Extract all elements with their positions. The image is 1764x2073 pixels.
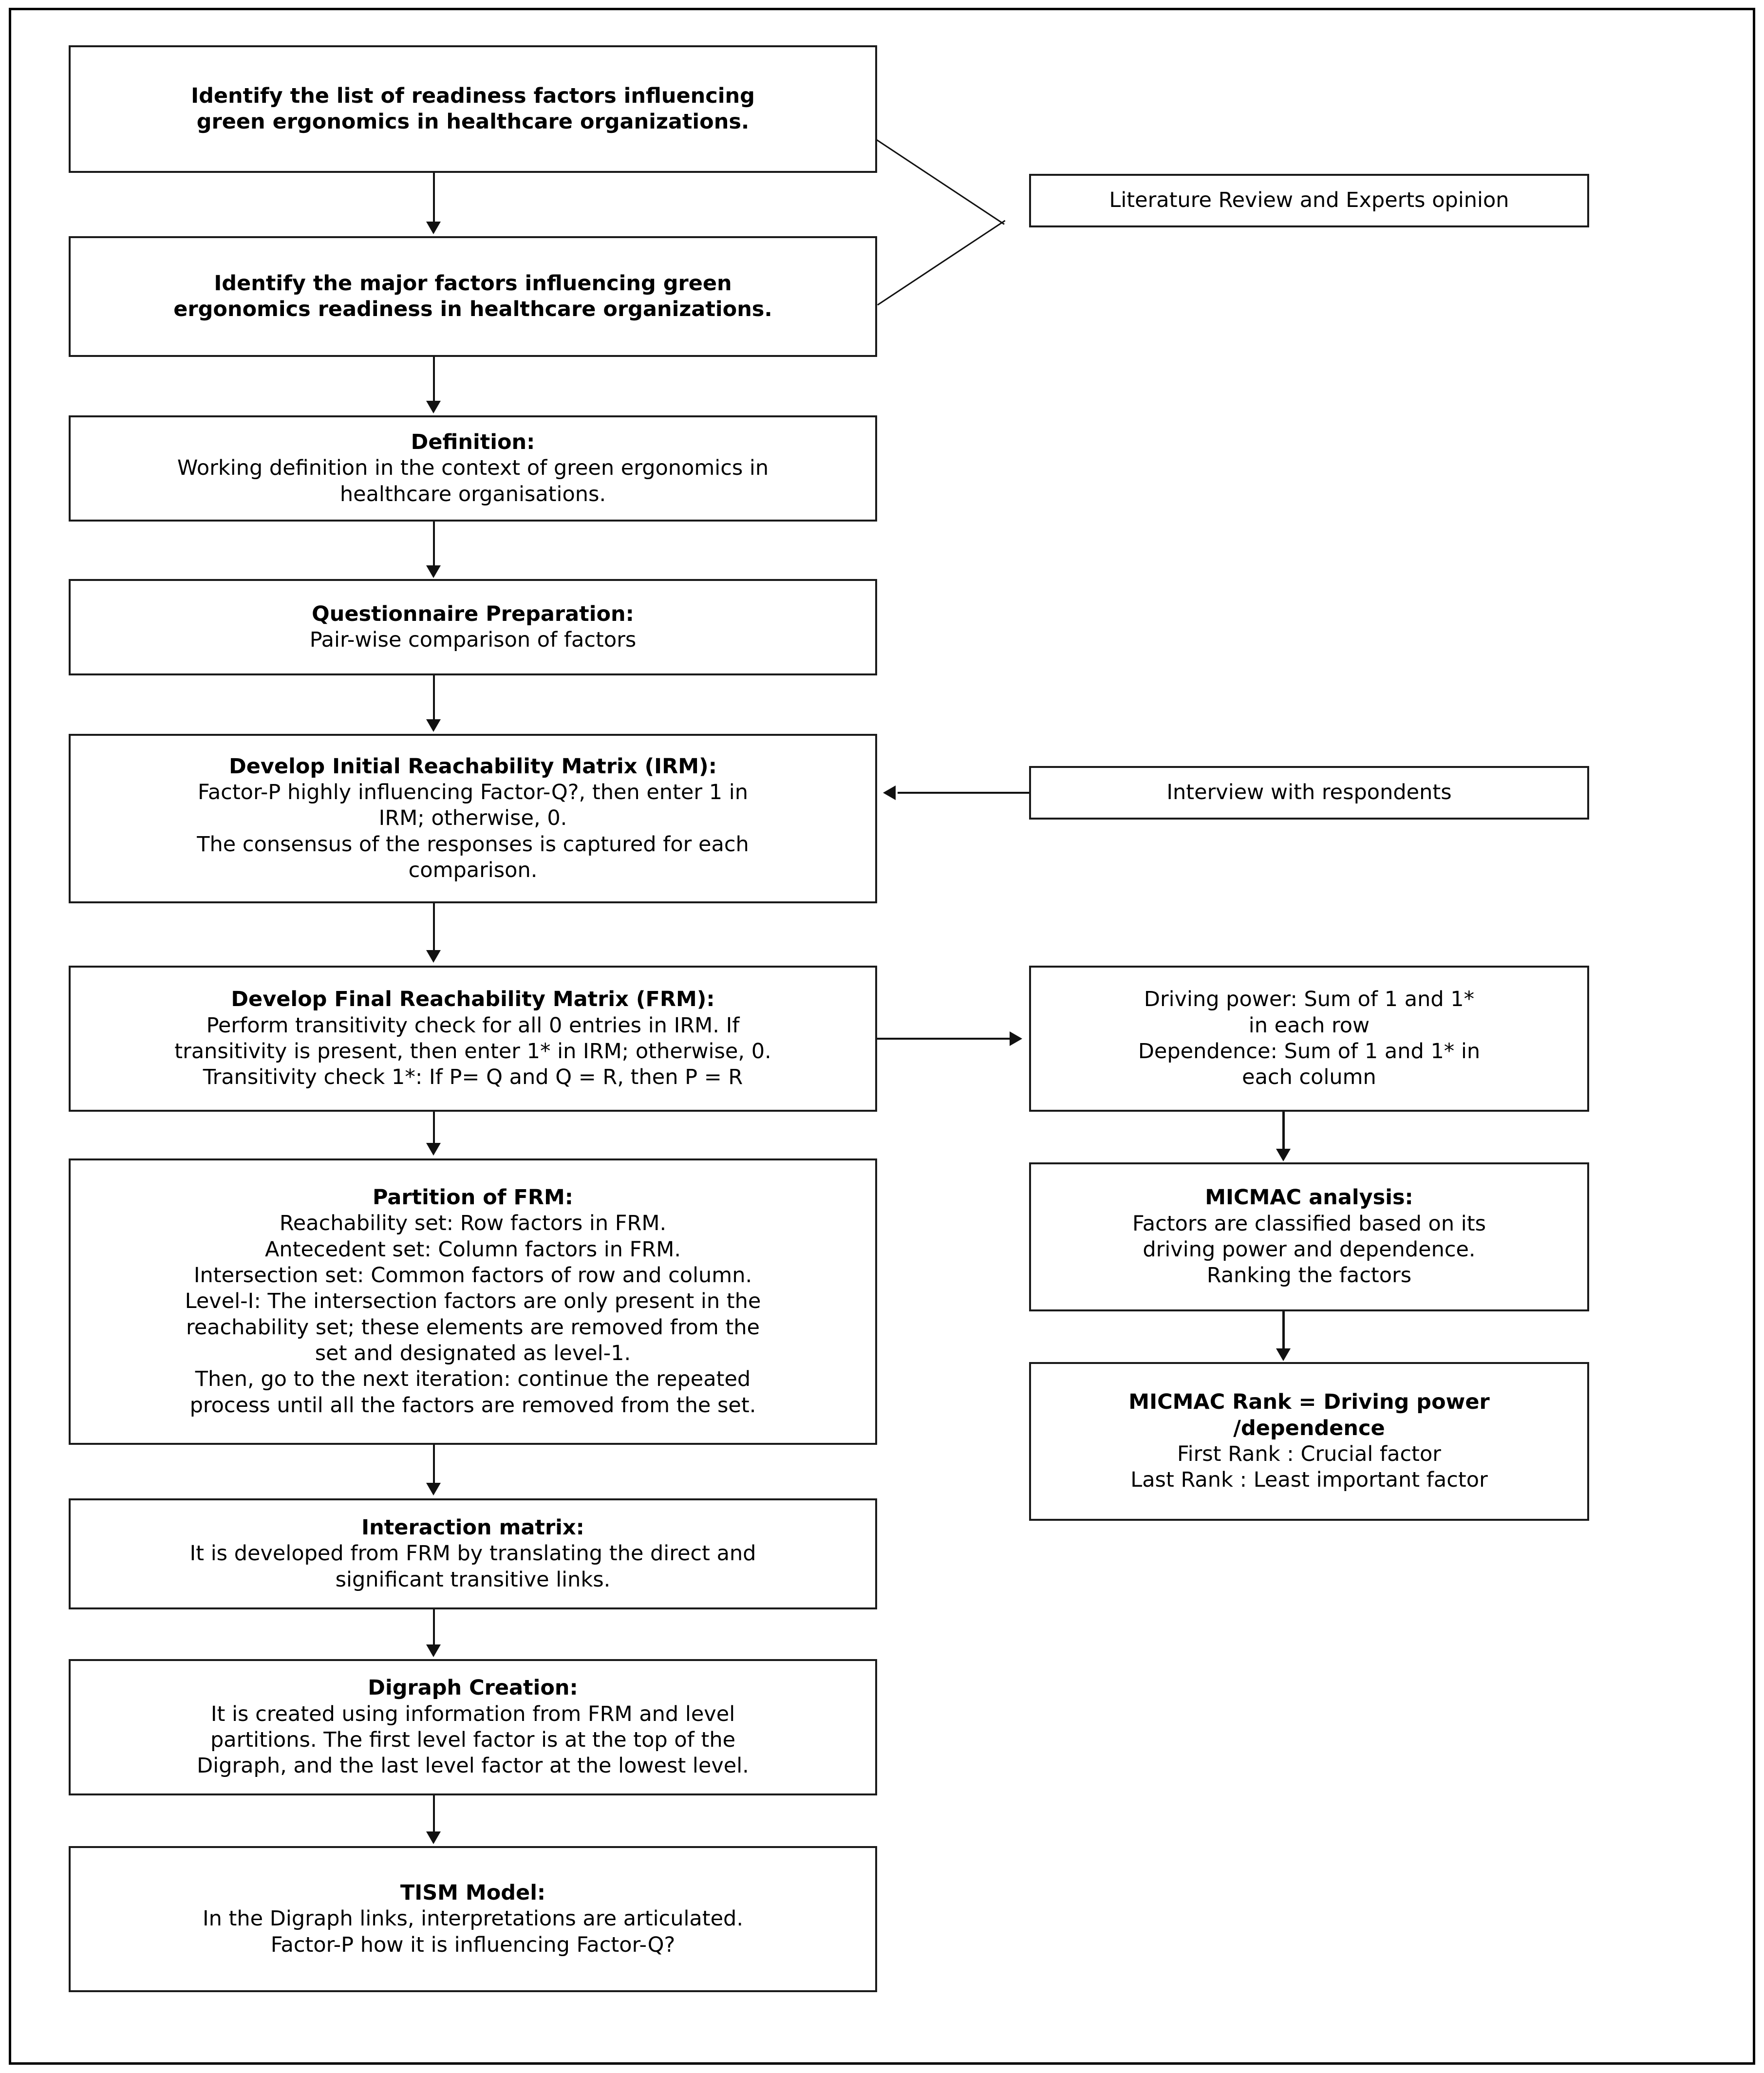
- node-line: Last Rank : Least important factor: [1130, 1468, 1488, 1493]
- node-line: Then, go to the next iteration: continue…: [195, 1367, 751, 1392]
- connector-digraph-to-tism-model: [433, 1795, 435, 1835]
- node-line: partitions. The first level factor is at…: [210, 1728, 736, 1752]
- node-line: in each row: [1248, 1013, 1370, 1038]
- node-line: Working definition in the context of gre…: [177, 456, 769, 481]
- arrowhead-down: [426, 1831, 441, 1844]
- node-line: comparison.: [408, 858, 538, 882]
- node-line: Definition:: [411, 430, 535, 455]
- connector-definition-to-questionnaire: [433, 522, 435, 568]
- node-line: Dependence: Sum of 1 and 1* in: [1138, 1039, 1481, 1064]
- connector-interaction-matrix-to-digraph: [433, 1609, 435, 1648]
- node-line: MICMAC Rank = Driving power: [1128, 1390, 1490, 1415]
- node-line: process until all the factors are remove…: [189, 1393, 756, 1418]
- connector-partition-to-interaction-matrix: [433, 1445, 435, 1487]
- node-digraph-creation: Digraph Creation: It is created using in…: [69, 1659, 877, 1795]
- node-line: The consensus of the responses is captur…: [197, 832, 749, 857]
- node-develop-frm: Develop Final Reachability Matrix (FRM):…: [69, 966, 877, 1112]
- node-identify-list: Identify the list of readiness factors i…: [69, 45, 877, 173]
- connector-irm-to-frm: [433, 903, 435, 954]
- node-line: Digraph Creation:: [368, 1676, 578, 1700]
- node-micmac-rank: MICMAC Rank = Driving power /dependence …: [1029, 1362, 1589, 1521]
- node-line: Reachability set: Row factors in FRM.: [279, 1211, 667, 1236]
- node-line: Identify the list of readiness factors i…: [191, 83, 755, 108]
- connector-frm-to-partition: [433, 1112, 435, 1147]
- node-line: each column: [1242, 1065, 1376, 1090]
- node-line: Perform transitivity check for all 0 ent…: [206, 1013, 740, 1038]
- node-line: /dependence: [1233, 1416, 1385, 1440]
- node-line: Transitivity check 1*: If P= Q and Q = R…: [203, 1065, 743, 1090]
- connector-frm-to-driving-power: [877, 1038, 1013, 1040]
- node-line: Partition of FRM:: [373, 1185, 573, 1210]
- node-line: Driving power: Sum of 1 and 1*: [1144, 987, 1475, 1012]
- node-line: Identify the major factors influencing g…: [214, 271, 732, 296]
- node-line: Questionnaire Preparation:: [312, 601, 634, 626]
- arrowhead-down: [426, 1644, 441, 1657]
- node-line: healthcare organisations.: [339, 482, 606, 506]
- diagram-frame: Identify the list of readiness factors i…: [9, 8, 1755, 2065]
- arrowhead-down: [426, 719, 441, 732]
- node-line: Develop Initial Reachability Matrix (IRM…: [229, 754, 717, 779]
- node-line: Ranking the factors: [1206, 1263, 1412, 1288]
- node-line: Pair-wise comparison of factors: [309, 628, 637, 652]
- node-line: Level-I: The intersection factors are on…: [185, 1289, 761, 1314]
- node-line: Factor-P highly influencing Factor-Q?, t…: [198, 780, 748, 805]
- node-line: Factors are classified based on its: [1132, 1211, 1486, 1236]
- node-line: Intersection set: Common factors of row …: [193, 1263, 752, 1288]
- node-identify-major: Identify the major factors influencing g…: [69, 236, 877, 357]
- node-tism-model: TISM Model: In the Digraph links, interp…: [69, 1846, 877, 1992]
- node-line: It is created using information from FRM…: [210, 1701, 735, 1726]
- node-line: In the Digraph links, interpretations ar…: [202, 1906, 744, 1931]
- arrowhead-down: [426, 565, 441, 578]
- node-line: IRM; otherwise, 0.: [378, 806, 567, 831]
- arrowhead-down: [426, 1143, 441, 1156]
- node-line: MICMAC analysis:: [1205, 1185, 1413, 1210]
- arrowhead-down: [426, 950, 441, 963]
- node-develop-irm: Develop Initial Reachability Matrix (IRM…: [69, 734, 877, 903]
- node-line: green ergonomics in healthcare organizat…: [196, 110, 750, 134]
- node-line: Develop Final Reachability Matrix (FRM):: [231, 987, 715, 1012]
- arrowhead-down: [426, 222, 441, 234]
- node-interview-respondents: Interview with respondents: [1029, 766, 1589, 820]
- node-line: It is developed from FRM by translating …: [189, 1541, 756, 1566]
- connector-driving-power-to-micmac-analysis: [1282, 1112, 1285, 1153]
- connector-identify-list-to-literature: [876, 139, 1005, 225]
- node-line: Factor-P how it is influencing Factor-Q?: [270, 1932, 676, 1957]
- node-driving-power-dependence: Driving power: Sum of 1 and 1* in each r…: [1029, 966, 1589, 1112]
- connector-questionnaire-to-irm: [433, 675, 435, 722]
- node-line: reachability set; these elements are rem…: [186, 1315, 760, 1340]
- arrowhead-down: [426, 401, 441, 413]
- node-literature-review: Literature Review and Experts opinion: [1029, 174, 1589, 227]
- node-line: ergonomics readiness in healthcare organ…: [173, 297, 772, 321]
- node-definition: Definition: Working definition in the co…: [69, 415, 877, 522]
- arrowhead-left: [883, 785, 896, 800]
- node-micmac-analysis: MICMAC analysis: Factors are classified …: [1029, 1162, 1589, 1311]
- node-line: significant transitive links.: [335, 1567, 611, 1592]
- connector-identify-major-to-literature: [877, 220, 1006, 306]
- node-partition-of-frm: Partition of FRM: Reachability set: Row …: [69, 1158, 877, 1445]
- node-line: set and designated as level-1.: [315, 1341, 631, 1365]
- node-questionnaire-preparation: Questionnaire Preparation: Pair-wise com…: [69, 579, 877, 675]
- node-line: Interaction matrix:: [361, 1515, 584, 1540]
- connector-interview-to-irm: [898, 792, 1029, 794]
- connector-identify-list-to-identify-major: [433, 173, 435, 224]
- node-line: Digraph, and the last level factor at th…: [197, 1754, 749, 1778]
- connector-micmac-analysis-to-rank: [1282, 1311, 1285, 1352]
- node-line: Interview with respondents: [1166, 780, 1452, 805]
- node-line: TISM Model:: [400, 1881, 546, 1905]
- arrowhead-right: [1010, 1031, 1022, 1046]
- node-interaction-matrix: Interaction matrix: It is developed from…: [69, 1498, 877, 1609]
- node-line: driving power and dependence.: [1143, 1237, 1476, 1262]
- arrowhead-down: [1276, 1149, 1291, 1161]
- node-line: Antecedent set: Column factors in FRM.: [264, 1237, 681, 1262]
- node-line: transitivity is present, then enter 1* i…: [174, 1039, 771, 1064]
- arrowhead-down: [1276, 1348, 1291, 1361]
- connector-identify-major-to-definition: [433, 357, 435, 404]
- node-line: Literature Review and Experts opinion: [1109, 188, 1509, 213]
- arrowhead-down: [426, 1483, 441, 1495]
- node-line: First Rank : Crucial factor: [1177, 1442, 1441, 1466]
